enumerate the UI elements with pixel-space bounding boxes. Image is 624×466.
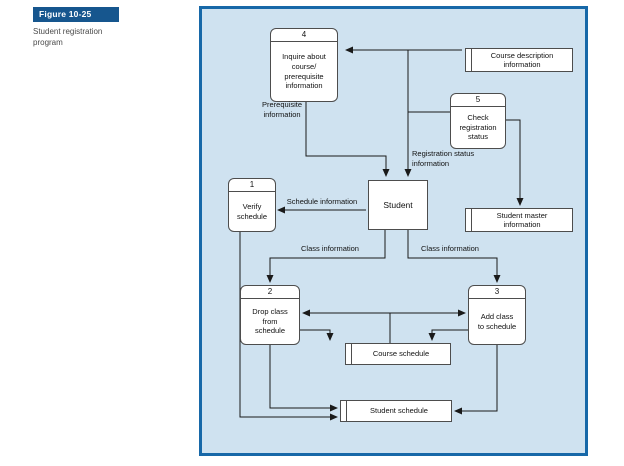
process-number: 5 [451, 94, 505, 107]
flow-label-registration-status-information: Registration status information [412, 149, 475, 168]
flow-label-class-information-right: Class information [421, 244, 479, 253]
datastore-course-schedule: Course schedule [345, 343, 451, 365]
figure-tab: Figure 10-25 [33, 7, 119, 22]
datastore-student-master: Student master information [465, 208, 573, 232]
process-number: 3 [469, 286, 525, 299]
process-label: Add class to schedule [477, 311, 517, 331]
flow-label-schedule-information: Schedule information [286, 197, 358, 206]
process-label: Check registration status [459, 112, 497, 142]
datastore-student-schedule: Student schedule [340, 400, 452, 422]
datastore-label: Student master information [496, 210, 548, 229]
datastore-label: Student schedule [370, 406, 428, 416]
process-number: 4 [271, 29, 337, 42]
process-label: Inquire about course/ prerequisite infor… [282, 52, 326, 91]
process-add-class: 3 Add class to schedule [468, 285, 526, 345]
datastore-label: Course description information [490, 50, 554, 69]
process-verify-schedule: 1 Verify schedule [228, 178, 276, 232]
datastore-course-description: Course description information [465, 48, 573, 72]
datastore-edge [341, 401, 347, 421]
flow-label-class-information-left: Class information [301, 244, 359, 253]
datastore-label: Course schedule [372, 349, 430, 359]
datastore-edge [466, 49, 472, 71]
process-check-registration: 5 Check registration status [450, 93, 506, 149]
figure-caption: Student registration program [33, 27, 103, 47]
process-number: 1 [229, 179, 275, 192]
datastore-edge [466, 209, 472, 231]
datastore-edge [346, 344, 352, 364]
flow-label-prerequisite-information: Prerequisite information [261, 100, 303, 119]
process-inquire: 4 Inquire about course/ prerequisite inf… [270, 28, 338, 102]
process-number: 2 [241, 286, 299, 299]
process-label: Drop class from schedule [252, 306, 288, 336]
process-drop-class: 2 Drop class from schedule [240, 285, 300, 345]
process-label: Verify schedule [236, 201, 268, 221]
entity-student: Student [368, 180, 428, 230]
